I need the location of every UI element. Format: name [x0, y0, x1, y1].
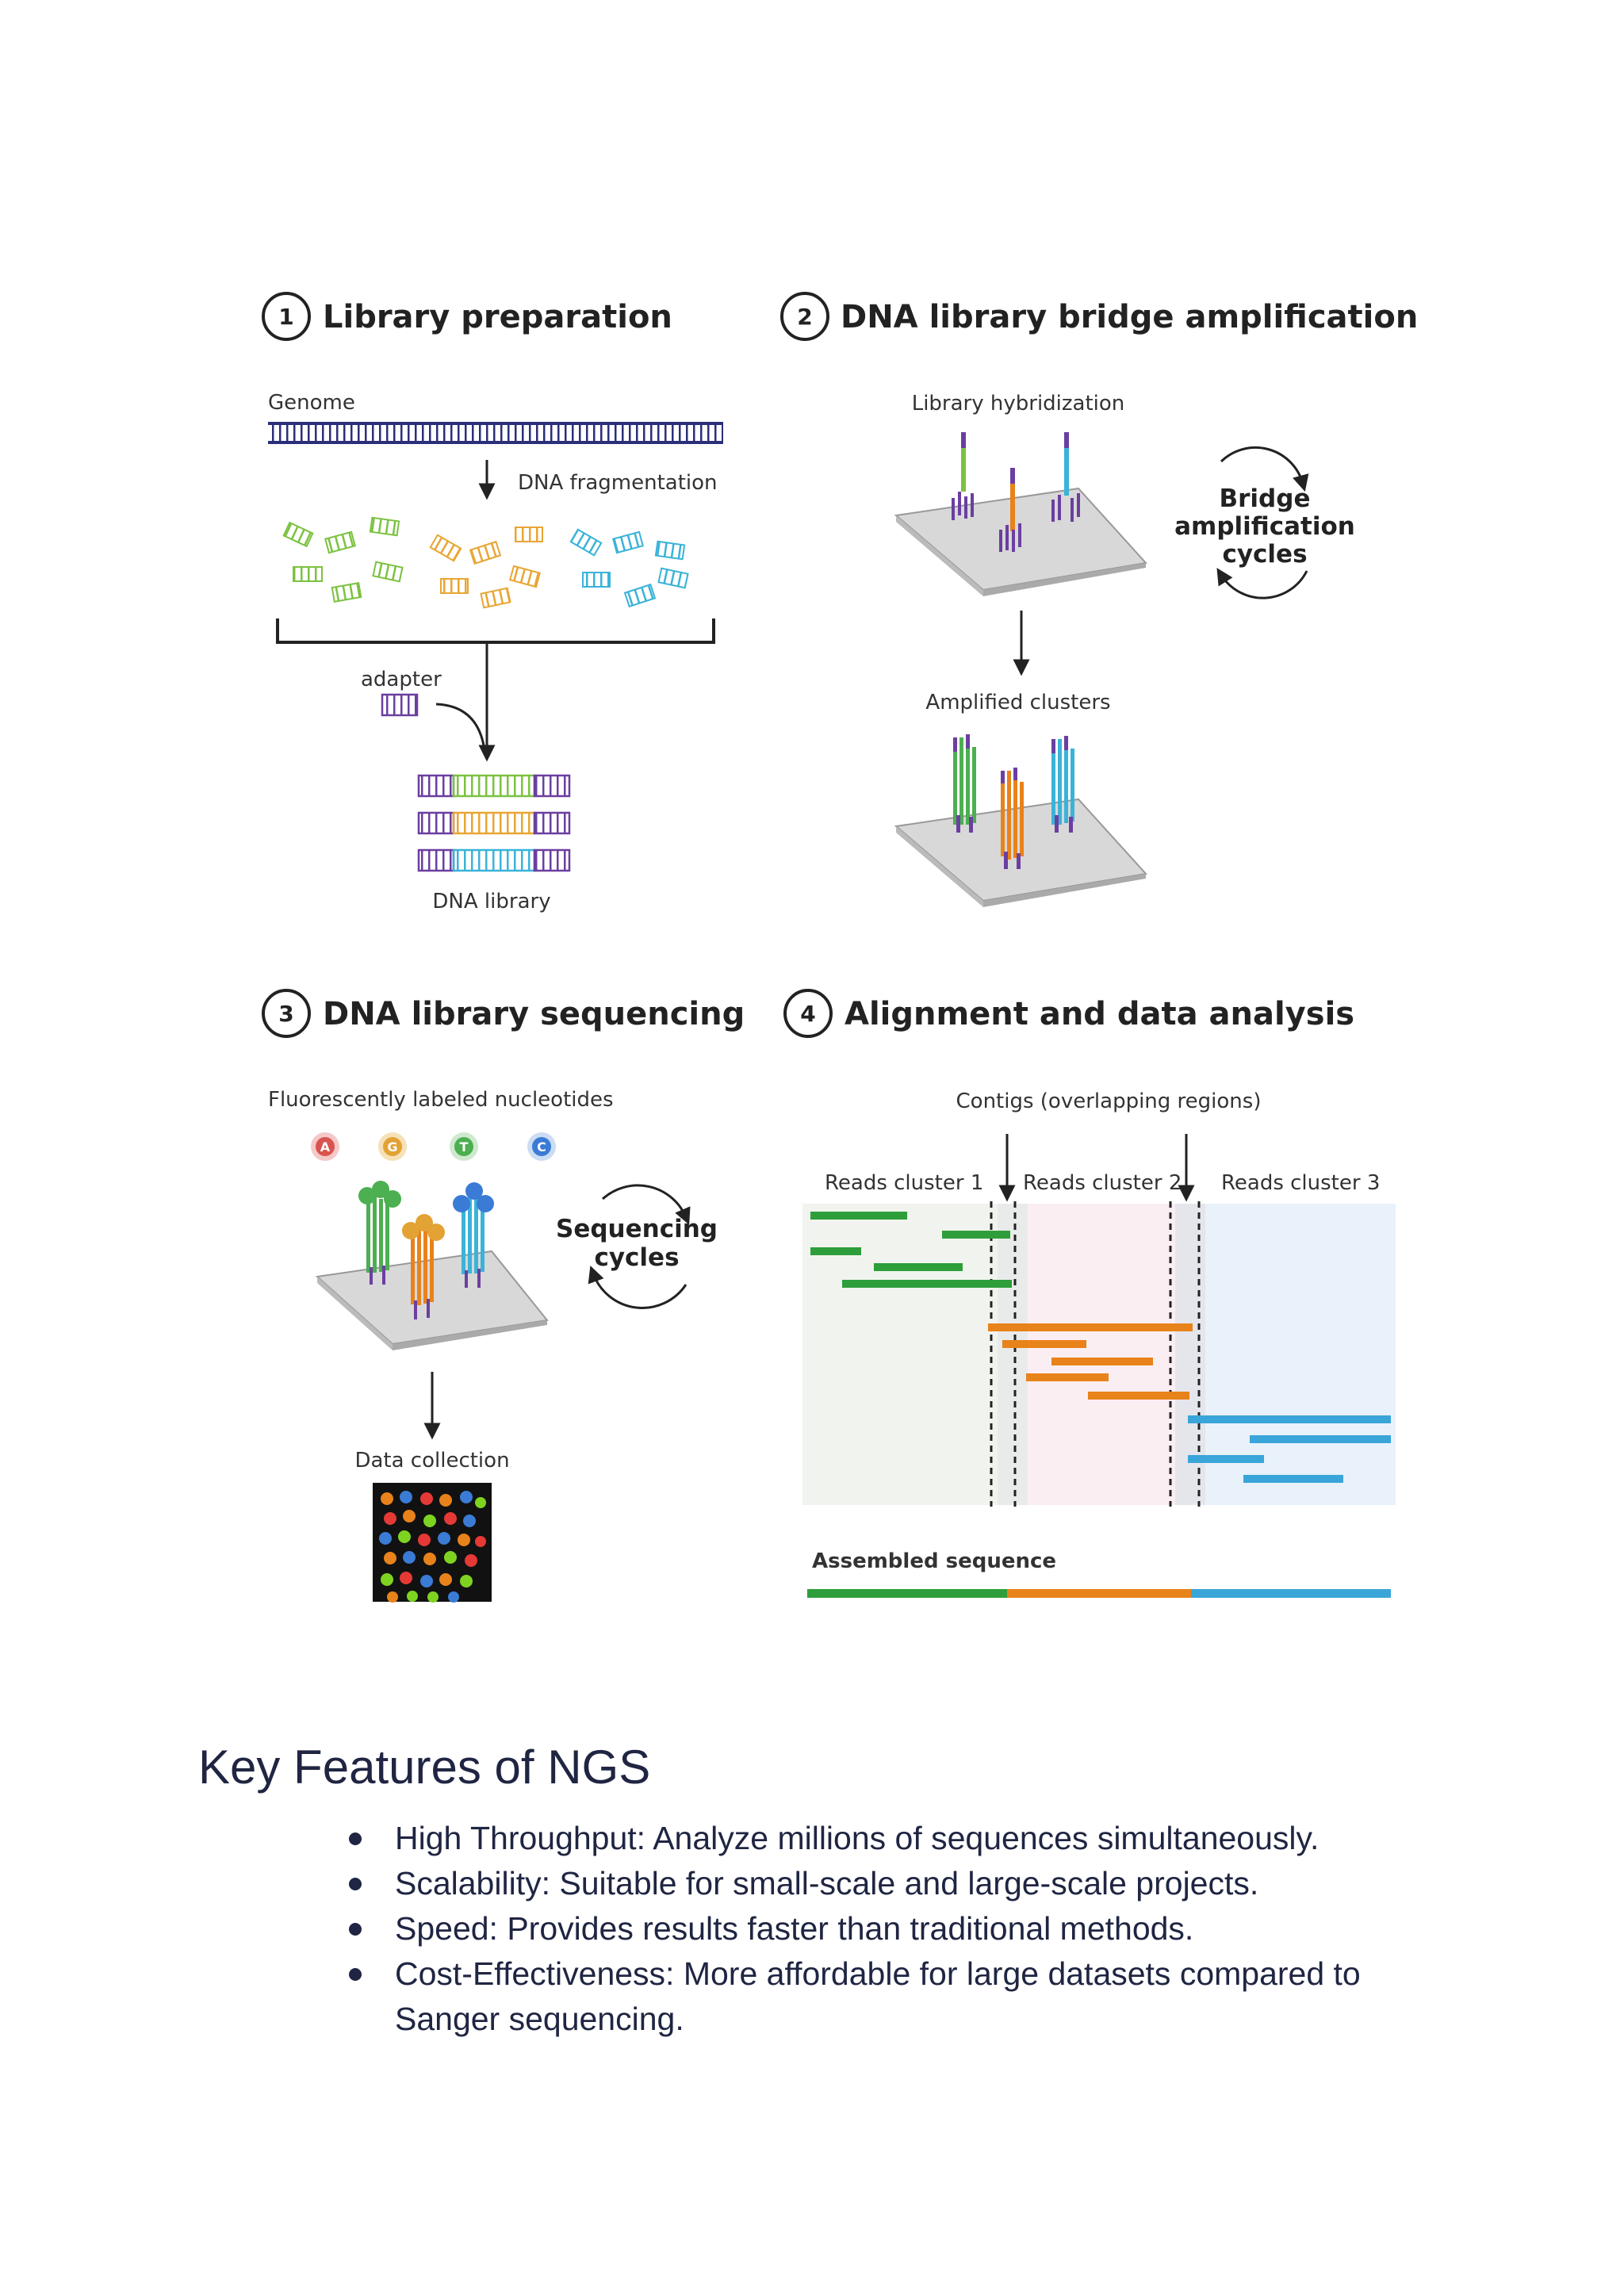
bridge-cycle-arrow-bottom — [1216, 568, 1308, 599]
flow-cell-clusters — [894, 734, 1147, 907]
cluster3-label: Reads cluster 3 — [1221, 1171, 1380, 1195]
panel1-title: Library preparation — [323, 299, 672, 335]
nucleotide-g-letter: G — [387, 1139, 397, 1155]
nucleotide-a-letter: A — [320, 1139, 331, 1155]
step-1-circle — [262, 292, 311, 341]
flow-cell-top — [894, 432, 1147, 596]
reads-alignment — [802, 1201, 1396, 1507]
hybridization-label: Library hybridization — [912, 392, 1125, 416]
fragments-bracket — [276, 618, 715, 644]
panel-bridge-amplification: 2 DNA library bridge amplification Libra… — [780, 292, 1418, 907]
panel4-title: Alignment and data analysis — [845, 996, 1354, 1032]
sequencing-cycle-arrow-bottom — [588, 1266, 688, 1309]
feature-text: High Throughput: Analyze millions of seq… — [395, 1820, 1320, 1856]
feature-item: Cost-Effectiveness: More affordable for … — [341, 1951, 1419, 2042]
nucleotide-t-icon — [454, 1137, 473, 1156]
assembled-label: Assembled sequence — [812, 1549, 1056, 1573]
bridge-cycles-line2: amplification — [1174, 512, 1355, 541]
panel-alignment-analysis: 4 Alignment and data analysis Contigs (o… — [783, 989, 1396, 1598]
panel-library-sequencing: 3 DNA library sequencing Fluorescently l… — [262, 989, 745, 1603]
feature-text: Scalability: Suitable for small-scale an… — [395, 1865, 1259, 1901]
nucleotide-g-icon — [383, 1137, 402, 1156]
feature-text: Cost-Effectiveness: More affordable for … — [395, 1955, 1361, 2037]
feature-item: High Throughput: Analyze millions of seq… — [341, 1816, 1419, 1861]
nucleotide-t-letter: T — [460, 1139, 469, 1155]
bullet-icon — [349, 1833, 362, 1845]
data-collection-label: Data collection — [354, 1449, 509, 1473]
genome-dna — [268, 422, 723, 444]
cluster1-label: Reads cluster 1 — [825, 1171, 983, 1195]
step-2-circle — [780, 292, 829, 341]
data-collection-image — [373, 1483, 492, 1603]
panel3-title: DNA library sequencing — [323, 996, 745, 1032]
features-list: High Throughput: Analyze millions of seq… — [341, 1816, 1419, 2042]
feature-item: Scalability: Suitable for small-scale an… — [341, 1861, 1419, 1906]
ngs-figure-svg: 1 Library preparation Genome DNA fragmen… — [262, 292, 1418, 1603]
sequencing-cycles-line1: Sequencing — [556, 1215, 718, 1243]
bullet-icon — [349, 1968, 362, 1981]
bridge-cycles-line1: Bridge — [1220, 484, 1311, 513]
feature-text: Speed: Provides results faster than trad… — [395, 1910, 1194, 1947]
panel2-title: DNA library bridge amplification — [841, 299, 1418, 335]
adapter-arrow — [435, 703, 485, 746]
sequencing-flow-cell — [315, 1181, 549, 1350]
cluster2-label: Reads cluster 2 — [1023, 1171, 1182, 1195]
ngs-workflow-figure: 1 Library preparation Genome DNA fragmen… — [198, 198, 1435, 1689]
step-4-circle — [783, 989, 833, 1038]
fragmentation-label: DNA fragmentation — [518, 471, 718, 495]
step-3-circle — [262, 989, 311, 1038]
assembled-sequence-bar — [807, 1589, 1391, 1598]
step-2-number: 2 — [797, 304, 812, 330]
step-1-number: 1 — [278, 304, 293, 330]
feature-item: Speed: Provides results faster than trad… — [341, 1906, 1419, 1951]
genome-label: Genome — [268, 391, 355, 415]
nucleotides-label: Fluorescently labeled nucleotides — [268, 1088, 614, 1112]
nucleotide-a-icon — [316, 1137, 335, 1156]
nucleotide-c-letter: C — [537, 1139, 546, 1155]
nucleotide-legend: A G T C — [311, 1132, 556, 1161]
bullet-icon — [349, 1878, 362, 1890]
features-heading: Key Features of NGS — [198, 1741, 651, 1794]
dna-library-fragments — [417, 774, 571, 872]
sequencing-cycles-line2: cycles — [594, 1243, 679, 1272]
clusters-label: Amplified clusters — [925, 691, 1110, 714]
adapter-dna — [381, 693, 419, 717]
bridge-cycle-arrow-top — [1220, 446, 1309, 492]
dna-fragments — [282, 516, 689, 609]
step-4-number: 4 — [800, 1001, 815, 1027]
sequencing-cycle-arrow-top — [601, 1184, 691, 1225]
dna-library-label: DNA library — [432, 890, 550, 913]
nucleotide-c-icon — [532, 1137, 551, 1156]
bullet-icon — [349, 1923, 362, 1936]
adapter-label: adapter — [361, 668, 442, 691]
contigs-label: Contigs (overlapping regions) — [956, 1090, 1262, 1113]
panel-library-preparation: 1 Library preparation Genome DNA fragmen… — [262, 292, 723, 913]
bridge-cycles-line3: cycles — [1222, 540, 1307, 569]
step-3-number: 3 — [278, 1001, 293, 1027]
